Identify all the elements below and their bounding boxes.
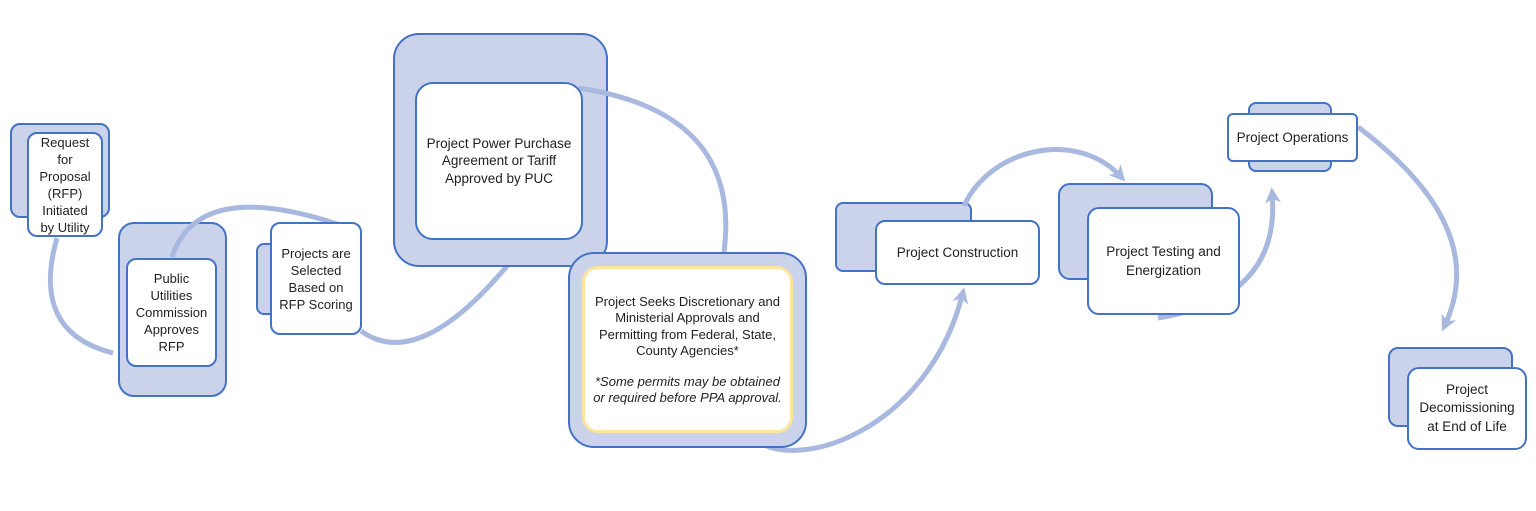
node-testing-energization-label: Project Testing and Energization: [1106, 244, 1221, 278]
connector-rfp-to-puc: [47, 237, 114, 356]
node-puc-approves-rfp: Public Utilities Commission Approves RFP: [126, 258, 217, 367]
connector-selected-to-ppa: [359, 264, 509, 345]
node-operations: Project Operations: [1227, 113, 1358, 162]
node-rfp-initiated-label: Request for Proposal (RFP) Initiated by …: [39, 134, 91, 235]
node-puc-approves-rfp-label: Public Utilities Commission Approves RFP: [135, 271, 208, 354]
connector-operations-to-decommissioning: [1356, 125, 1460, 332]
node-operations-label: Project Operations: [1236, 130, 1349, 145]
node-testing-energization: Project Testing and Energization: [1087, 207, 1240, 315]
node-projects-selected-label: Projects are Selected Based on RFP Scori…: [279, 245, 353, 312]
node-approvals-permitting-note: *Some permits may be obtained or require…: [593, 373, 782, 405]
node-decommissioning-label: Project Decomissioning at End of Life: [1419, 381, 1515, 434]
node-rfp-initiated: Request for Proposal (RFP) Initiated by …: [27, 132, 103, 237]
node-construction: Project Construction: [875, 220, 1040, 285]
node-projects-selected: Projects are Selected Based on RFP Scori…: [270, 222, 362, 335]
node-ppa-approved-label: Project Power Purchase Agreement or Tari…: [426, 135, 572, 186]
node-ppa-approved: Project Power Purchase Agreement or Tari…: [415, 82, 583, 240]
node-decommissioning: Project Decomissioning at End of Life: [1407, 367, 1527, 450]
node-approvals-permitting-label: Project Seeks Discretionary and Minister…: [595, 293, 780, 359]
node-approvals-permitting: Project Seeks Discretionary and Minister…: [582, 266, 793, 433]
node-construction-label: Project Construction: [896, 245, 1019, 260]
